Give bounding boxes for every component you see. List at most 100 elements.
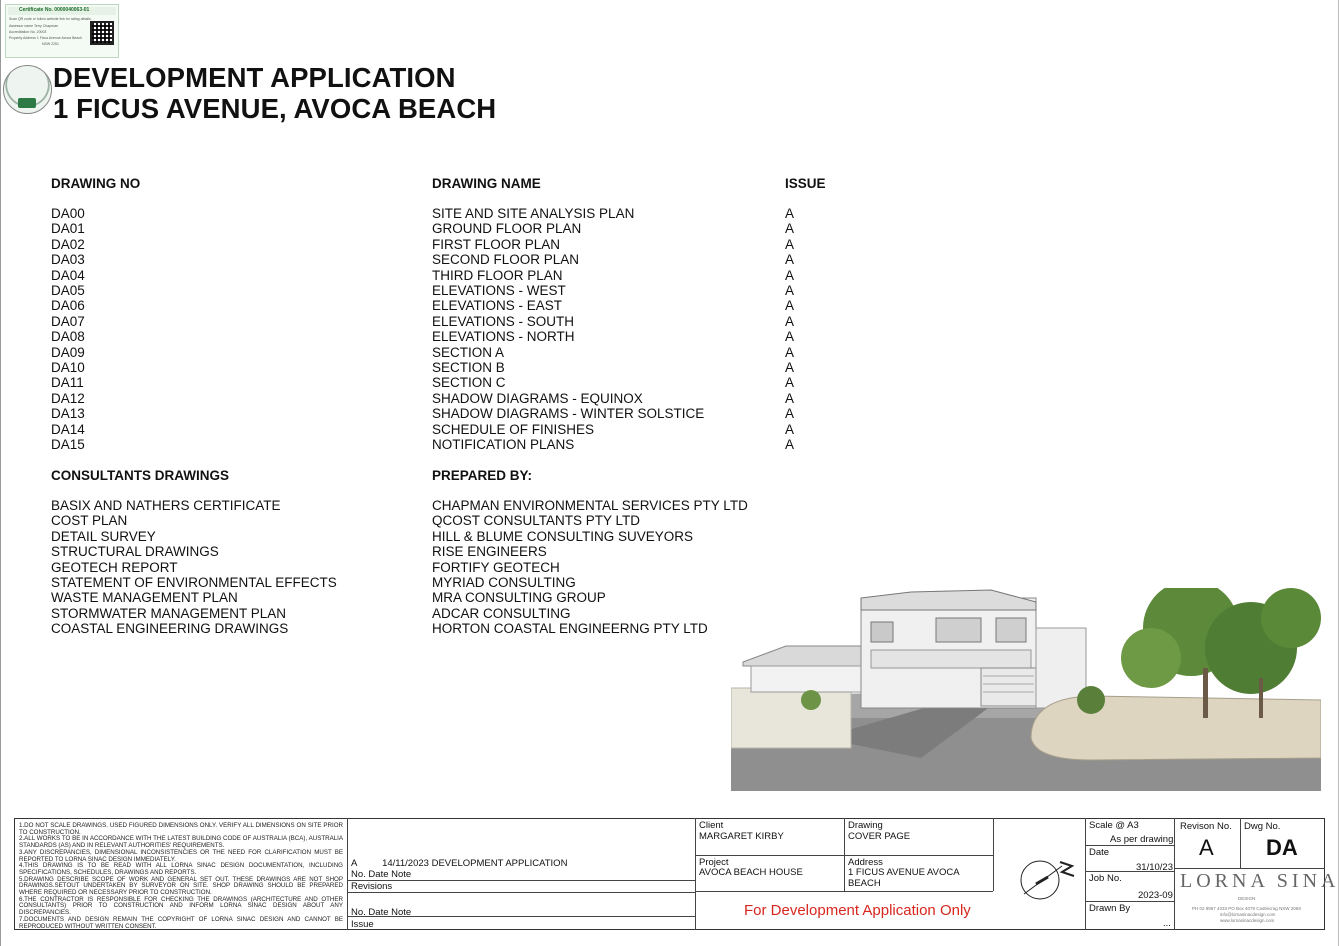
drawing-name-header: DRAWING NAME	[432, 176, 541, 191]
drawing-name: SECTION B	[432, 360, 505, 375]
general-note: 4.THIS DRAWING IS TO BE READ WITH ALL LO…	[19, 862, 343, 876]
drawing-issue: A	[785, 360, 795, 375]
logo-contact: PH 02 9967 4333 PO Box 4079 Castlecrag N…	[1192, 906, 1301, 911]
general-notes: 1.DO NOT SCALE DRAWINGS. USED FIGURED DI…	[19, 822, 343, 930]
address-label: Address	[848, 857, 883, 868]
drawing-name: FIRST FLOOR PLAN	[432, 236, 561, 252]
drawing-value: COVER PAGE	[848, 831, 911, 842]
consultants-header: CONSULTANTS DRAWINGS	[51, 468, 229, 483]
drawing-number: DA14	[51, 421, 85, 437]
certificate-line: Accreditation No. 20003	[9, 30, 47, 34]
drawing-number: DA02	[51, 236, 85, 252]
drawing-number: DA04	[51, 267, 85, 283]
consultant-firm: HILL & BLUME CONSULTING SUVEYORS	[432, 528, 694, 544]
drawing-number: DA08	[51, 329, 85, 345]
north-arrow-icon	[1020, 860, 1075, 900]
drawing-issue: A	[785, 283, 795, 298]
prepared-by-header: PREPARED BY:	[432, 468, 533, 483]
drawing-name: THIRD FLOOR PLAN	[432, 267, 563, 283]
drawing-issue: A	[785, 390, 795, 406]
project-label: Project	[699, 857, 729, 868]
address-line-2: BEACH	[848, 878, 881, 889]
job-no-value: 2023-09	[1138, 890, 1173, 901]
house-rendering-image	[731, 588, 1321, 791]
certificate-number: Certificate No. 0000040063-01	[19, 7, 90, 13]
drawing-number: DA10	[51, 360, 85, 375]
certificate-line: Scan QR code or follow website link for …	[9, 17, 92, 21]
dwg-no-label: Dwg No.	[1244, 821, 1281, 832]
drawing-name: SITE AND SITE ANALYSIS PLAN	[432, 206, 635, 221]
issue-label: Issue	[351, 919, 374, 930]
drawing-issue: A	[785, 236, 795, 252]
certificate-line: Property Address 1 Ficus Avenue Avoca Be…	[9, 36, 83, 40]
logo-subtitle: DESIGN	[1238, 896, 1256, 901]
page-border-left	[0, 0, 1, 946]
address-line-1: 1 FICUS AVENUE AVOCA	[848, 867, 960, 878]
general-note: 3.ANY DISCREPANCIES, DIMENSIONAL INCONSI…	[19, 848, 343, 863]
drawing-row: DA10 SECTION B A	[51, 360, 811, 375]
project-value: AVOCA BEACH HOUSE	[699, 867, 803, 878]
revision-no-label: Revison No.	[1180, 821, 1232, 832]
consultant-document: STRUCTURAL DRAWINGS	[51, 544, 219, 560]
logo-contact: www.lornasinacdesign.com	[1220, 918, 1275, 923]
consultant-document: WASTE MANAGEMENT PLAN	[51, 590, 238, 606]
nathers-certificate-badge: Certificate No. 0000040063-01 Scan QR co…	[5, 4, 119, 58]
drawing-row: DA02 FIRST FLOOR PLAN A	[51, 237, 811, 252]
drawing-issue: A	[785, 329, 795, 345]
consultant-firm: RISE ENGINEERS	[432, 544, 547, 560]
drawing-issue: A	[785, 344, 795, 360]
page-title: DEVELOPMENT APPLICATION 1 FICUS AVENUE, …	[53, 62, 497, 124]
title-line-2: 1 FICUS AVENUE, AVOCA BEACH	[53, 92, 497, 124]
revision-no-value: A	[1199, 835, 1214, 860]
drawn-by-value: ...	[1163, 918, 1171, 929]
dwg-no-value: DA	[1266, 835, 1298, 860]
drawing-name: ELEVATIONS - SOUTH	[432, 313, 575, 329]
drawing-name: SECTION C	[432, 375, 506, 391]
scale-label: Scale @ A3	[1089, 820, 1139, 831]
consultant-document: GEOTECH REPORT	[51, 559, 178, 575]
drawing-name: ELEVATIONS - EAST	[432, 298, 563, 314]
general-note: 2.ALL WORKS TO BE IN ACCORDANCE WITH THE…	[19, 835, 343, 850]
general-note: 5.DRAWING DESCRIBE SCOPE OF WORK AND GEN…	[19, 875, 343, 897]
drawing-number: DA15	[51, 437, 85, 452]
drawing-number: DA06	[51, 298, 85, 314]
consultant-document: DETAIL SURVEY	[51, 528, 156, 544]
drawing-number: DA11	[51, 375, 84, 391]
drawing-name: SCHEDULE OF FINISHES	[432, 421, 595, 437]
drawing-label: Drawing	[848, 820, 883, 831]
revision-column-header: No. Date Note	[351, 869, 412, 880]
certificate-line: NSW 2251	[42, 42, 59, 46]
logo-contact: info@lornasinacdesign.com	[1220, 912, 1276, 917]
drawing-name: SHADOW DIAGRAMS - EQUINOX	[432, 390, 643, 406]
consultant-row: GEOTECH REPORT FORTIFY GEOTECH	[51, 560, 771, 575]
client-value: MARGARET KIRBY	[699, 831, 784, 842]
drawing-name: GROUND FLOOR PLAN	[432, 221, 582, 237]
title-block	[14, 818, 1325, 930]
drawing-number: DA05	[51, 283, 85, 298]
drawing-issue: A	[785, 252, 795, 268]
drawn-by-label: Drawn By	[1089, 903, 1131, 914]
revision-note: DEVELOPMENT APPLICATION	[431, 858, 568, 869]
drawing-issue: A	[785, 206, 795, 221]
consultant-firm: FORTIFY GEOTECH	[432, 559, 560, 575]
client-label: Client	[699, 820, 724, 831]
drawing-no-header: DRAWING NO	[51, 176, 141, 191]
basix-seal-icon	[3, 65, 52, 114]
consultant-firm: CHAPMAN ENVIRONMENTAL SERVICES PTY LTD	[432, 498, 748, 513]
consultant-firm: QCOST CONSULTANTS PTY LTD	[432, 513, 641, 529]
